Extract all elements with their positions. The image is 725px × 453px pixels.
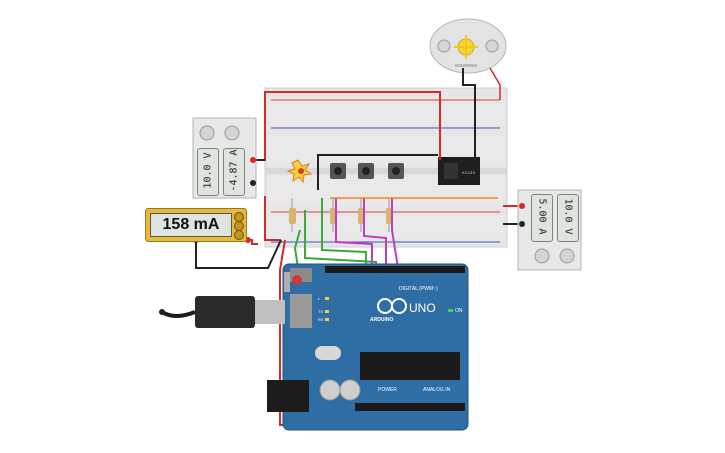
ps-right-current-display: 5.00 A [531,194,553,242]
ps-left-current: -4.87 A [228,149,240,192]
ps-right-current: 5.00 A [536,198,548,235]
multimeter[interactable]: 158 mA [145,208,247,242]
ps-left-current-display: -4.87 A [223,148,245,196]
usb-cable [159,296,285,328]
digital-label: DIGITAL (PWM~) [399,286,438,292]
reset-button[interactable] [292,275,302,285]
on-label: ON [455,308,463,314]
ps-left-voltage-display: 10.0 V [197,148,219,196]
led-l-label: L [318,296,321,301]
dc-motor[interactable] [429,18,507,74]
relay-module[interactable]: KY-019 [438,157,480,185]
multimeter-mode-r[interactable] [234,230,244,240]
ps-right-voltage-display: 10.0 V [557,194,579,242]
arduino-model: UNO [409,301,436,315]
multimeter-reading: 158 mA [150,213,232,237]
pushbutton-3[interactable] [388,163,404,179]
arduino-uno[interactable]: ARDUINO UNO DIGITAL (PWM~) POWER ANALOG … [267,263,469,431]
pushbutton-1[interactable] [330,163,346,179]
led-burst-icon [286,159,313,184]
relay-label: KY-019 [462,170,476,175]
power-label: POWER [378,387,397,393]
resistor-4[interactable] [289,198,296,232]
led-tx-label: TX [318,309,323,314]
led-rx-label: RX [318,317,324,322]
arduino-brand: ARDUINO [370,317,393,323]
ps-right-voltage: 10.0 V [562,198,574,235]
pushbutton-2[interactable] [358,163,374,179]
ps-left-voltage: 10.0 V [202,152,214,189]
analog-label: ANALOG IN [423,387,451,393]
